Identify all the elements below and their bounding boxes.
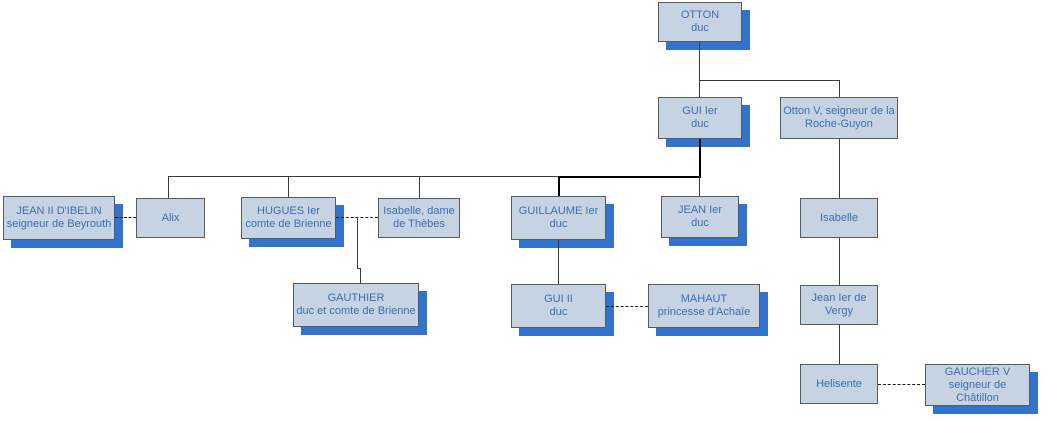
connector-drop-alix xyxy=(168,176,169,198)
marriage-line-ibelin-alix xyxy=(115,217,136,218)
connector-drop-gauthier xyxy=(360,268,361,283)
connector-marriage-to-gauthier xyxy=(357,217,358,268)
node-otton-v[interactable]: Otton V, seigneur de la Roche-Guyon xyxy=(780,97,898,139)
marriage-line-gui2-mahaut xyxy=(606,306,648,307)
connector-otton-down xyxy=(699,42,700,80)
node-gauthier[interactable]: GAUTHIER duc et comte de Brienne xyxy=(293,283,419,327)
connector-drop-hugues xyxy=(288,176,289,197)
connector-drop-isabelle-thebes xyxy=(419,176,420,198)
connector-isabelle-to-vergy xyxy=(839,238,840,285)
node-mahaut[interactable]: MAHAUT princesse d'Achaïe xyxy=(648,284,760,328)
node-guillaume-ier[interactable]: GUILLAUME Ier duc xyxy=(511,196,606,240)
node-alix[interactable]: Alix xyxy=(136,198,205,238)
node-jean-ii-dibelin[interactable]: JEAN II D'IBELIN seigneur de Beyrouth xyxy=(3,196,115,240)
node-helisente[interactable]: Helisente xyxy=(800,364,878,404)
node-gui-ii[interactable]: GUI II duc xyxy=(511,284,606,328)
connector-vergy-to-helisente xyxy=(839,325,840,364)
connector-gauthier-jog xyxy=(357,268,361,269)
connector-bus-to-ottonv xyxy=(839,80,840,97)
connector-bus-to-gui1 xyxy=(699,80,700,97)
node-hugues-ier[interactable]: HUGUES Ier comte de Brienne xyxy=(241,197,336,239)
connector-sibling-bus-right xyxy=(558,176,701,178)
node-jean-ier[interactable]: JEAN Ier duc xyxy=(661,196,739,238)
marriage-line-helisente-gaucher xyxy=(878,384,925,385)
connector-otton-bus xyxy=(699,80,840,81)
node-isabelle[interactable]: Isabelle xyxy=(800,198,878,238)
connector-ottonv-to-isabelle xyxy=(839,139,840,198)
node-gaucher-v[interactable]: GAUCHER V seigneur de Châtillon xyxy=(925,364,1030,406)
node-gui-ier[interactable]: GUI Ier duc xyxy=(658,97,742,139)
connector-drop-guillaume xyxy=(558,176,560,196)
connector-sibling-bus-mid xyxy=(419,176,559,177)
node-jean-ier-de-vergy[interactable]: Jean Ier de Vergy xyxy=(800,285,878,325)
node-isabelle-dame-de-thebes[interactable]: Isabelle, dame de Thèbes xyxy=(378,198,460,238)
connector-guillaume-to-gui2 xyxy=(558,240,559,284)
connector-drop-jean1 xyxy=(699,176,700,196)
connector-gui1-down xyxy=(699,139,701,177)
node-otton[interactable]: OTTON duc xyxy=(658,2,742,42)
connector-sibling-bus-left xyxy=(168,176,420,177)
